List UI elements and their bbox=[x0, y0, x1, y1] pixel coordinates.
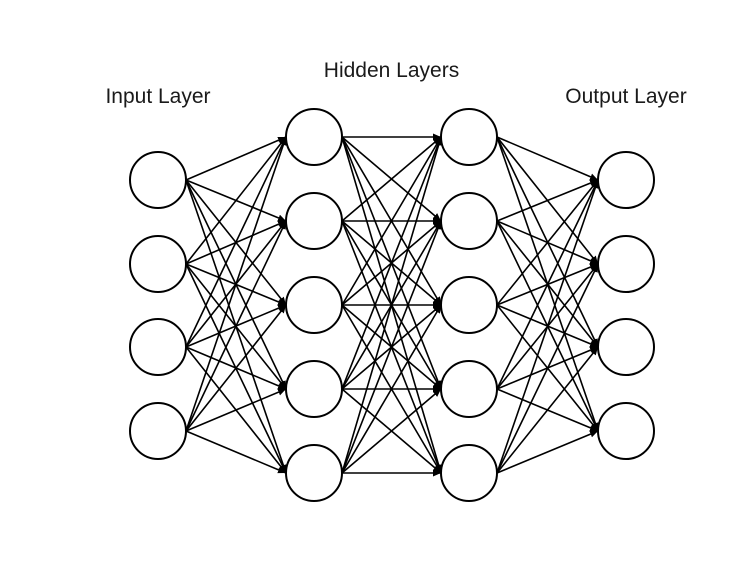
hidden-layer-2-node bbox=[440, 360, 498, 418]
connections-group bbox=[185, 133, 599, 477]
hidden-layer-1-node bbox=[285, 108, 343, 166]
hidden-layer-2-node bbox=[440, 276, 498, 334]
connection-line bbox=[496, 346, 599, 474]
hidden-layers-label: Hidden Layers bbox=[324, 59, 459, 82]
hidden-layer-1-node bbox=[285, 444, 343, 502]
connection-line bbox=[185, 220, 287, 432]
connection-line bbox=[185, 136, 287, 348]
connection-line bbox=[341, 136, 442, 390]
hidden-layer-2-node bbox=[440, 192, 498, 250]
hidden-layer-1-node bbox=[285, 360, 343, 418]
output-layer-node bbox=[597, 151, 655, 209]
connection-line bbox=[185, 388, 287, 432]
connection-line bbox=[496, 263, 599, 474]
connection-line bbox=[185, 304, 287, 432]
connection-line bbox=[341, 136, 443, 474]
connection-line bbox=[185, 136, 287, 432]
hidden-layer-1-node bbox=[285, 192, 343, 250]
connection-line bbox=[341, 388, 442, 474]
connection-line bbox=[185, 136, 287, 265]
connection-line bbox=[496, 136, 599, 181]
input-layer-node bbox=[129, 402, 187, 460]
labels-group: Input Layer Hidden Layers Output Layer bbox=[105, 59, 686, 108]
connection-line bbox=[341, 304, 442, 474]
connection-line bbox=[341, 136, 442, 306]
connection-line bbox=[341, 220, 442, 474]
connection-line bbox=[496, 179, 599, 306]
input-layer-node bbox=[129, 151, 187, 209]
connection-line bbox=[496, 179, 599, 474]
output-layer-node bbox=[597, 402, 655, 460]
hidden-layer-2-node bbox=[440, 108, 498, 166]
hidden-layer-1-node bbox=[285, 276, 343, 334]
output-layer-label: Output Layer bbox=[565, 85, 686, 108]
output-layer-node bbox=[597, 235, 655, 293]
connection-line bbox=[341, 136, 442, 222]
input-layer-node bbox=[129, 318, 187, 376]
connection-line bbox=[496, 179, 599, 222]
connection-line bbox=[496, 179, 599, 390]
input-layer-node bbox=[129, 235, 187, 293]
connection-line bbox=[496, 430, 599, 474]
nodes-group bbox=[129, 108, 655, 502]
connection-line bbox=[185, 430, 287, 474]
input-layer-label: Input Layer bbox=[105, 85, 210, 108]
connection-line bbox=[185, 136, 287, 181]
hidden-layer-2-node bbox=[440, 444, 498, 502]
output-layer-node bbox=[597, 318, 655, 376]
